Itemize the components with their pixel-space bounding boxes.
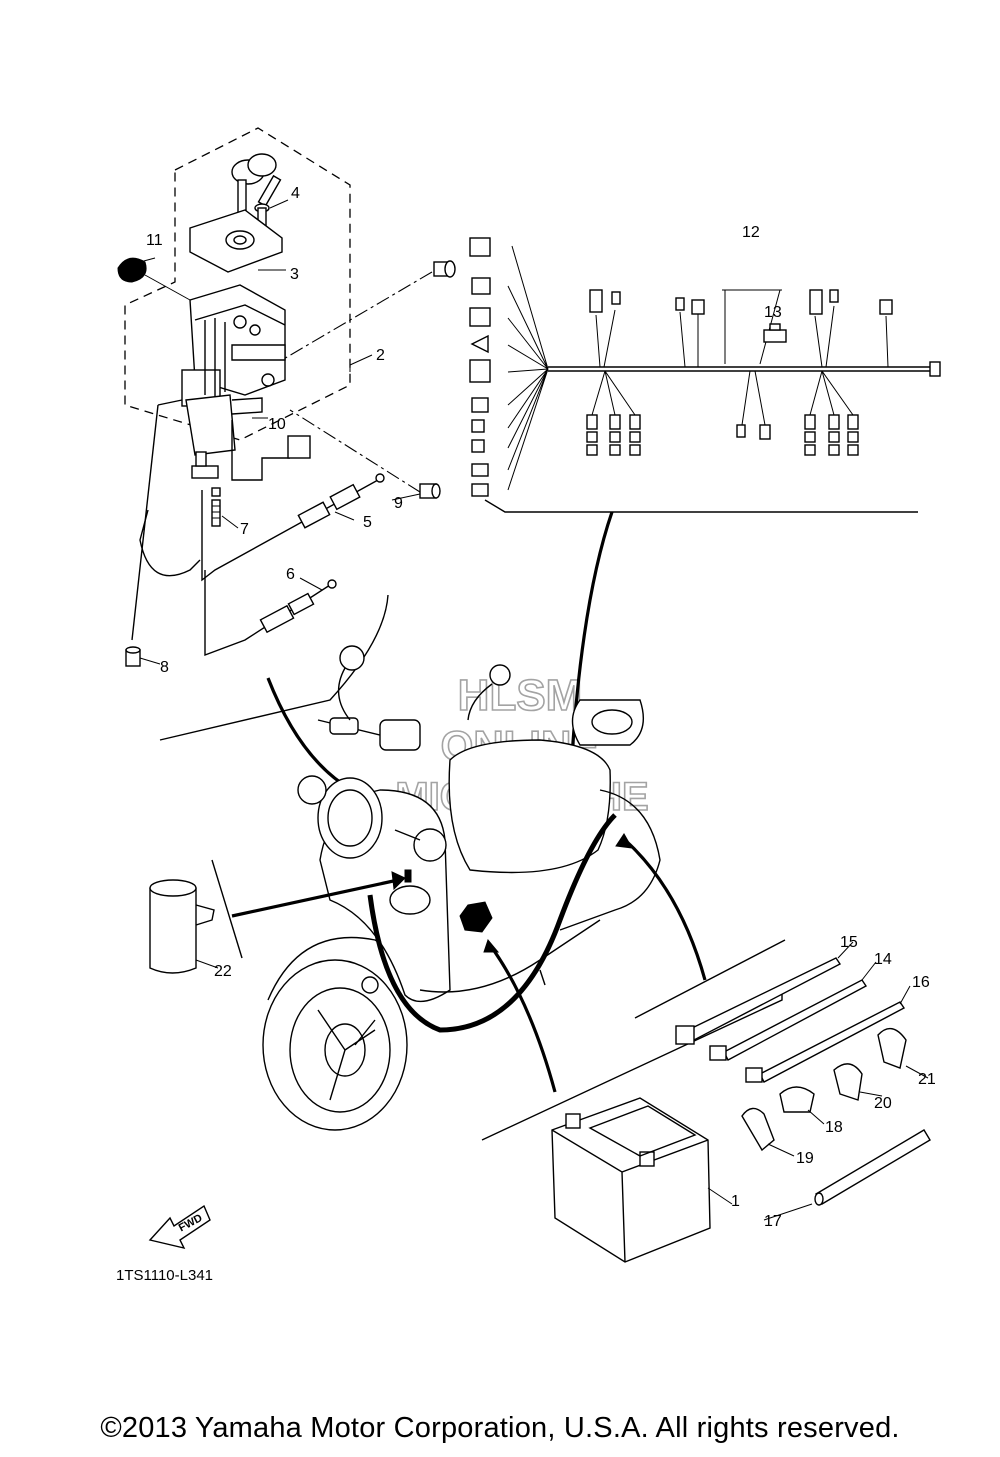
frame-line [484, 499, 918, 513]
wire-harness-12 [469, 237, 941, 860]
arrowhead-icon [615, 833, 633, 849]
callout-2: 2 [376, 347, 385, 364]
callout-1: 1 [731, 1193, 740, 1210]
pointer-arrow [488, 944, 557, 1093]
arrowhead-icon [483, 938, 500, 953]
switch-lead-wire [231, 420, 290, 481]
fuse-13-icon [763, 329, 787, 343]
front-wheel [262, 959, 408, 1131]
callout-3: 3 [290, 266, 299, 283]
harness-upper-connectors [589, 289, 893, 368]
battery-terminal-icon [565, 1113, 581, 1129]
callout-20: 20 [874, 1095, 892, 1112]
bracket-7 [191, 451, 221, 527]
clamp-19 [741, 1107, 775, 1152]
callout-11: 11 [146, 232, 163, 249]
assembly-boundary [124, 127, 351, 441]
cover-plate-3 [189, 209, 283, 273]
callout-14: 14 [874, 951, 892, 968]
key-icon [231, 153, 282, 215]
seat-lock-cable-5 [201, 473, 385, 582]
clamp-20 [833, 1063, 863, 1101]
callout-19: 19 [796, 1150, 814, 1167]
cable-tie-16 [745, 1001, 906, 1083]
tube-17 [814, 1129, 931, 1206]
bolt-top-icon [433, 260, 456, 278]
frame-line [634, 939, 786, 1019]
main-switch-body [181, 284, 286, 407]
bolt-8-icon [125, 646, 141, 667]
seat-lock-cable-6 [204, 570, 337, 657]
cable-loop [139, 509, 201, 577]
callout-6: 6 [286, 566, 295, 583]
seat [448, 739, 611, 874]
callout-4: 4 [291, 185, 300, 202]
axis-line [289, 409, 421, 493]
mirror [339, 645, 365, 671]
callout-17: 17 [764, 1213, 782, 1230]
callout-16: 16 [912, 974, 930, 991]
knob-11-icon [117, 257, 191, 301]
callout-22: 22 [214, 963, 232, 980]
callout-8: 8 [160, 659, 169, 676]
cable-tie-14 [709, 979, 868, 1061]
harness-end-connector [929, 361, 941, 377]
diagram-code: 1TS1110-L341 [116, 1267, 213, 1284]
scooter-body [262, 645, 661, 1131]
turn-signal-left [297, 775, 327, 805]
screw-9-icon [419, 483, 441, 499]
bracket-10 [185, 394, 263, 456]
turn-signal-right [413, 828, 447, 862]
harness-left-connectors [469, 237, 549, 497]
fwd-arrow-icon: FWD [148, 1204, 211, 1250]
main-switch-assembly [117, 127, 456, 807]
frame-line [157, 399, 183, 406]
callout-10: 10 [268, 416, 286, 433]
callout-15: 15 [840, 934, 858, 951]
callout-7: 7 [240, 521, 249, 538]
battery-terminal-icon [639, 1151, 655, 1167]
axis-line [281, 271, 433, 361]
callout-9: 9 [394, 495, 403, 512]
callout-5: 5 [363, 514, 372, 531]
pointer-arrow [231, 878, 399, 918]
cable-tie-15 [675, 957, 842, 1045]
callout-leaders [139, 199, 929, 1221]
callout-13: 13 [764, 304, 782, 321]
callout-21: 21 [918, 1071, 936, 1088]
frame-line [159, 594, 389, 741]
switch-connector-icon [287, 435, 311, 459]
frame-line [211, 859, 243, 959]
screw-4-icon [254, 203, 270, 229]
pointer-arrow [623, 838, 707, 981]
copyright-footer: ©2013 Yamaha Motor Corporation, U.S.A. A… [100, 1412, 900, 1444]
switch-location-mark [404, 869, 412, 883]
callout-12: 12 [742, 224, 760, 241]
leader-line [131, 404, 159, 641]
relay-22 [149, 859, 406, 974]
battery-1 [551, 1097, 711, 1263]
battery-location-mark [459, 901, 493, 933]
clamp-18 [779, 1086, 815, 1113]
rear-carrier [571, 699, 644, 746]
watermark-line-1: HLSM [458, 671, 583, 720]
harness-lower-connectors [586, 370, 859, 456]
mirror [489, 664, 511, 686]
callout-18: 18 [825, 1119, 843, 1136]
arrowhead-icon [391, 871, 406, 891]
clamp-21 [877, 1027, 907, 1069]
